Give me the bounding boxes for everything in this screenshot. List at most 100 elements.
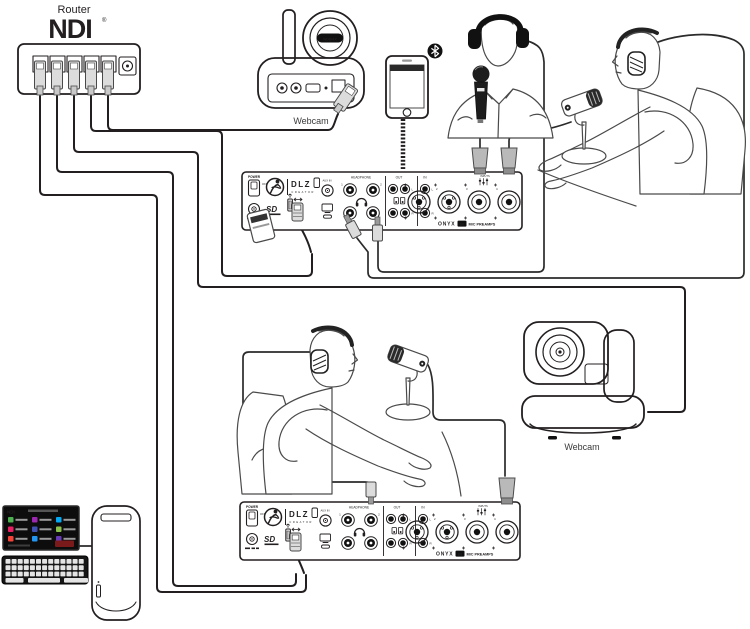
- ndi-logo: NDI: [48, 14, 92, 44]
- keyboard-modifier-key[interactable]: [64, 578, 88, 583]
- app-tile-label: [15, 537, 28, 540]
- phone-body: [385, 55, 429, 119]
- keyboard-key[interactable]: [42, 565, 48, 571]
- keyboard-key[interactable]: [17, 559, 23, 564]
- xlr-plug-input4: [500, 147, 518, 175]
- monitor-action-button[interactable]: [55, 540, 74, 548]
- keyboard-key[interactable]: [54, 565, 60, 571]
- monitor-app-grid[interactable]: [8, 517, 76, 542]
- keyboard-key[interactable]: [66, 559, 72, 564]
- keyboard-key[interactable]: [11, 571, 17, 577]
- keyboard-key[interactable]: [36, 571, 41, 577]
- keyboard-key[interactable]: [72, 559, 78, 564]
- phone-screen: [389, 64, 425, 109]
- person-top-right: [537, 27, 746, 207]
- monitor: NDI: [2, 505, 80, 551]
- keyboard-key[interactable]: [78, 571, 84, 577]
- keyboard-spacebar[interactable]: [28, 578, 60, 583]
- keyboard-key[interactable]: [78, 559, 84, 564]
- phone-home-button: [402, 108, 412, 117]
- keyboard-key[interactable]: [60, 565, 66, 571]
- keyboard-key[interactable]: [17, 565, 23, 571]
- keyboard-key[interactable]: [11, 565, 17, 571]
- keyboard-key[interactable]: [29, 571, 35, 577]
- keyboard-key[interactable]: [66, 565, 72, 571]
- cable-router-port1-to-mixer2-usb: [39, 95, 307, 593]
- app-tile-icon[interactable]: [56, 526, 62, 533]
- keyboard-key[interactable]: [23, 565, 29, 571]
- computer-setup: NDI: [1, 505, 141, 621]
- app-tile-icon[interactable]: [56, 536, 62, 542]
- mixer-top-attachments: [246, 147, 518, 244]
- keyboard-modifier-key[interactable]: [5, 578, 24, 583]
- handheld-mic: [472, 65, 490, 123]
- mixer-bottom-attachments: [365, 477, 516, 505]
- keyboard-key[interactable]: [5, 571, 11, 577]
- keyboard-key[interactable]: [54, 559, 60, 564]
- keyboard-key[interactable]: [54, 571, 60, 577]
- cable-deskmic-bottom: [427, 364, 506, 477]
- app-tile-label: [39, 518, 52, 521]
- cable-router-port5-to-webcam-top: [107, 95, 339, 131]
- webcam-bottom-arm: [603, 329, 635, 403]
- router-power-jack: [118, 56, 137, 76]
- cable-headphones-person-topright: [356, 33, 745, 279]
- person-bc-sleeve: [278, 408, 328, 462]
- keyboard-key[interactable]: [11, 559, 17, 564]
- webcam-bottom-head: [523, 321, 609, 385]
- cable-router-port2-to-mixer2-usb: [56, 95, 297, 587]
- keyboard-key[interactable]: [66, 571, 72, 577]
- tower-usb-port: [96, 584, 101, 598]
- keyboard-key[interactable]: [29, 559, 35, 564]
- app-tile-label: [63, 518, 76, 521]
- keyboard-key[interactable]: [60, 559, 66, 564]
- app-tile-icon[interactable]: [32, 536, 38, 542]
- ethernet-plug-webcam-top: [333, 83, 359, 114]
- keyboard-key[interactable]: [23, 559, 29, 564]
- person-tc-headband: [475, 14, 524, 36]
- app-tile-icon[interactable]: [32, 526, 38, 533]
- keyboard-key[interactable]: [23, 571, 29, 577]
- keyboard[interactable]: [1, 555, 89, 585]
- keyboard-key[interactable]: [42, 559, 48, 564]
- keyboard-key[interactable]: [36, 559, 41, 564]
- person-tr-torso: [637, 89, 708, 195]
- webcam-bottom: Webcam: [521, 321, 645, 452]
- person-tr-sleeve: [644, 110, 694, 164]
- person-bc-face: [348, 353, 359, 372]
- tower-bottom-curve: [95, 601, 137, 612]
- keyboard-key[interactable]: [42, 571, 48, 577]
- rj45-plug-1: [32, 55, 49, 96]
- app-tile-icon[interactable]: [8, 517, 14, 523]
- app-tile-icon[interactable]: [8, 526, 14, 533]
- keyboard-key[interactable]: [17, 571, 23, 577]
- keyboard-key[interactable]: [5, 559, 11, 564]
- keyboard-key[interactable]: [72, 571, 78, 577]
- cable-router-port3-to-webcam-bottom: [73, 95, 686, 413]
- webcam-bottom-base: [521, 395, 645, 440]
- keyboard-key[interactable]: [60, 571, 66, 577]
- app-tile-icon[interactable]: [8, 536, 14, 542]
- keyboard-key[interactable]: [48, 571, 54, 577]
- monitor-statusbar: [8, 544, 30, 547]
- person-tr-arm-lower: [544, 130, 665, 190]
- keyboard-key[interactable]: [72, 565, 78, 571]
- app-tile-icon[interactable]: [32, 517, 38, 523]
- keyboard-key[interactable]: [48, 559, 54, 564]
- monitor-titlebar: [28, 509, 58, 512]
- desk-mic-bottom: [385, 344, 431, 421]
- tower: [91, 505, 141, 621]
- keyboard-key[interactable]: [78, 565, 84, 571]
- xlr-plug-bottom-input4: [498, 477, 516, 505]
- app-tile-label: [15, 518, 28, 521]
- phone: [385, 43, 443, 119]
- keyboard-key[interactable]: [48, 565, 54, 571]
- app-tile-icon[interactable]: [56, 517, 62, 523]
- rj45-plug-2: [49, 55, 66, 96]
- keyboard-key[interactable]: [29, 565, 35, 571]
- keyboard-key[interactable]: [5, 565, 11, 571]
- ndi-reg-mark: ®: [102, 17, 107, 24]
- bluetooth-icon: [427, 43, 443, 59]
- keyboard-key[interactable]: [36, 565, 41, 571]
